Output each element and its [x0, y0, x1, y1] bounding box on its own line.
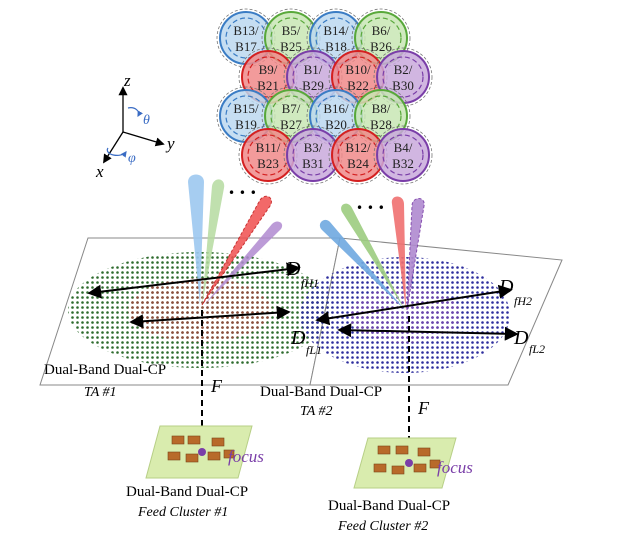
ta1-focal-label: F — [210, 376, 223, 396]
beam-label-top: B13/ — [233, 23, 259, 38]
feed1-title: Dual-Band Dual-CP — [126, 484, 248, 500]
z-axis-label: z — [123, 71, 131, 90]
phi-rotation-arrow — [106, 147, 127, 158]
beam-outer-ring — [373, 125, 433, 185]
beam-label-bottom: B31 — [302, 156, 324, 171]
beam-label-bottom: B32 — [392, 156, 414, 171]
y-axis-label: y — [165, 134, 175, 153]
ta2-diameter-high-arrow — [315, 284, 513, 326]
beam-label-top: B14/ — [323, 23, 349, 38]
beam-label-bottom: B23 — [257, 156, 279, 171]
beam-label-bottom: B17 — [235, 39, 257, 54]
beam-label-top: B8/ — [372, 101, 391, 116]
feed2-focus-label: focus — [437, 458, 473, 477]
beam-inner-ring — [360, 95, 402, 137]
beam-grid: B13/B17B5/B25B14/B18B6/B26B9/B21B1/B29B1… — [216, 8, 433, 185]
feed1-focus-point — [198, 448, 206, 456]
ta1-d-low-sub: fL1 — [306, 343, 322, 357]
beam-label-bottom: B30 — [392, 78, 414, 93]
ta1-diameter-high-arrow — [87, 262, 301, 299]
beam-inner-ring — [382, 134, 424, 176]
beam-label-top: B10/ — [345, 62, 371, 77]
beam-label-bottom: B21 — [257, 78, 279, 93]
ta1-name: TA #1 — [84, 385, 117, 400]
feed2-focus-point — [405, 459, 413, 467]
beam-label-top: B6/ — [372, 23, 391, 38]
beam-label-top: B2/ — [394, 62, 413, 77]
phi-label: φ — [128, 151, 136, 166]
feed-cluster-1: focus — [145, 425, 264, 479]
beam-label-top: B12/ — [345, 140, 371, 155]
ta1-d-high-sub: fH1 — [301, 276, 319, 290]
ta2-d-high-sub: fH2 — [514, 294, 532, 308]
beam-label-bottom: B20 — [325, 117, 347, 132]
beam-inner-ring — [382, 56, 424, 98]
beam-label-bottom: B29 — [302, 78, 324, 93]
ta1-diameter-low-arrow — [129, 305, 291, 329]
y-axis — [122, 131, 165, 147]
ta1-diameters: D fH1 D fL1 — [87, 258, 322, 357]
beam-label-bottom: B24 — [347, 156, 369, 171]
ta2-title: Dual-Band Dual-CP — [260, 384, 382, 400]
ta2-beam-green — [341, 203, 405, 310]
ta2-d-low-sub: fL2 — [529, 342, 545, 356]
ta2-focal-label: F — [417, 398, 430, 418]
beam-spot — [376, 128, 430, 182]
beam-label-bottom: B18 — [325, 39, 347, 54]
theta-label: θ — [143, 113, 150, 128]
beam-label-top: B11/ — [256, 140, 281, 155]
coordinate-axes: z y x θ φ — [95, 71, 175, 181]
beam-label-top: B15/ — [233, 101, 259, 116]
ta1-title: Dual-Band Dual-CP — [44, 362, 166, 378]
beam-label-bottom: B22 — [347, 78, 369, 93]
beam-label-top: B3/ — [304, 140, 323, 155]
x-axis-label: x — [95, 162, 104, 181]
ta2-diameter-low-arrow — [337, 323, 519, 341]
ta1-d-high-label: D — [285, 258, 301, 280]
beam-label-bottom: B26 — [370, 39, 392, 54]
ta2-d-low-label: D — [513, 327, 529, 349]
feed1-name: Feed Cluster #1 — [137, 505, 228, 520]
ta2-d-high-label: D — [498, 276, 514, 298]
beam-label-bottom: B25 — [280, 39, 302, 54]
ta2-beam-red — [391, 196, 406, 310]
beam-label-bottom: B28 — [370, 117, 392, 132]
feed-cluster-2: focus — [353, 437, 473, 489]
beam-label-bottom: B27 — [280, 117, 302, 132]
beam-label-top: B7/ — [282, 101, 301, 116]
beam-label-top: B5/ — [282, 23, 301, 38]
beam-label-bottom: B19 — [235, 117, 257, 132]
ta1-ellipsis: • • • — [228, 186, 257, 200]
beam-label-top: B16/ — [323, 101, 349, 116]
ta1-d-low-label: D — [290, 327, 306, 349]
ta2-ellipsis: • • • — [356, 201, 385, 215]
ta2-beam-purple — [406, 198, 425, 311]
beam-label-top: B9/ — [259, 62, 278, 77]
feed2-title: Dual-Band Dual-CP — [328, 498, 450, 514]
feed2-name: Feed Cluster #2 — [337, 519, 428, 534]
ta2-name: TA #2 — [300, 404, 333, 419]
theta-rotation-arrow — [127, 107, 143, 118]
feed1-focus-label: focus — [228, 447, 264, 466]
ta2-diameters: D fH2 D fL2 — [315, 276, 545, 356]
beam-label-top: B1/ — [304, 62, 323, 77]
beam-label-top: B4/ — [394, 140, 413, 155]
x-axis — [103, 131, 124, 164]
beam-inner-ring — [360, 17, 402, 59]
